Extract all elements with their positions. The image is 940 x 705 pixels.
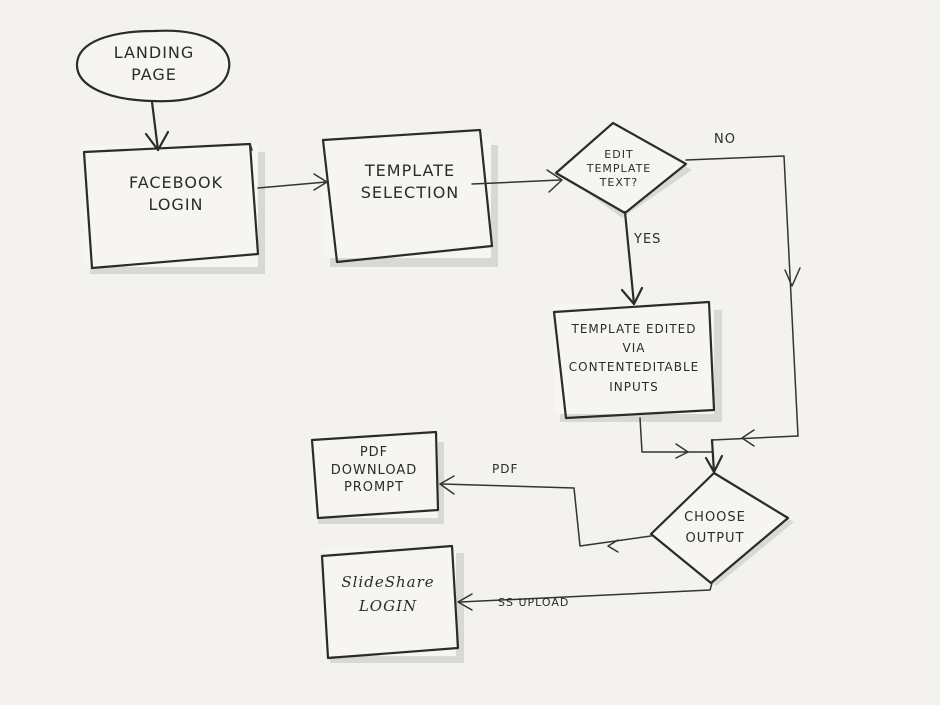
arrow-edited-to-output bbox=[639, 417, 799, 474]
arrow-template-to-decision bbox=[471, 169, 563, 193]
edge-label-pdf: PDF bbox=[492, 462, 519, 476]
template-selection-label: TEMPLATE SELECTION bbox=[360, 161, 460, 202]
choose-output-node bbox=[649, 471, 790, 585]
arrow-decision-yes bbox=[620, 210, 644, 306]
arrow-output-to-slideshare bbox=[457, 582, 713, 611]
arrow-decision-no bbox=[685, 155, 801, 437]
pdf-prompt-node bbox=[310, 430, 440, 520]
edge-label-no: NO bbox=[714, 132, 736, 147]
edit-decision-label: EDIT TEMPLATE TEXT? bbox=[586, 148, 652, 189]
choose-output-label: CHOOSE OUTPUT bbox=[684, 510, 746, 546]
template-edited-label: TEMPLATE EDITED VIA CONTENTEDITABLE INPU… bbox=[568, 322, 700, 394]
edge-label-ss-upload: SS UPLOAD bbox=[498, 596, 570, 609]
landing-page-label: LANDING PAGE bbox=[113, 43, 195, 84]
arrow-output-to-pdf bbox=[439, 475, 652, 553]
arrow-facebook-to-template bbox=[257, 173, 328, 191]
slideshare-login-label: SlideShare LOGIN bbox=[341, 573, 435, 615]
arrow-landing-to-facebook bbox=[144, 100, 170, 152]
pdf-prompt-label: PDF DOWNLOAD PROMPT bbox=[330, 445, 418, 496]
edge-label-yes: YES bbox=[634, 232, 662, 247]
template-edited-node bbox=[552, 300, 716, 420]
facebook-login-label: FACEBOOK LOGIN bbox=[128, 173, 224, 214]
template-selection-node bbox=[321, 128, 494, 264]
slideshare-login-node bbox=[320, 544, 460, 660]
facebook-login-node bbox=[82, 142, 260, 270]
